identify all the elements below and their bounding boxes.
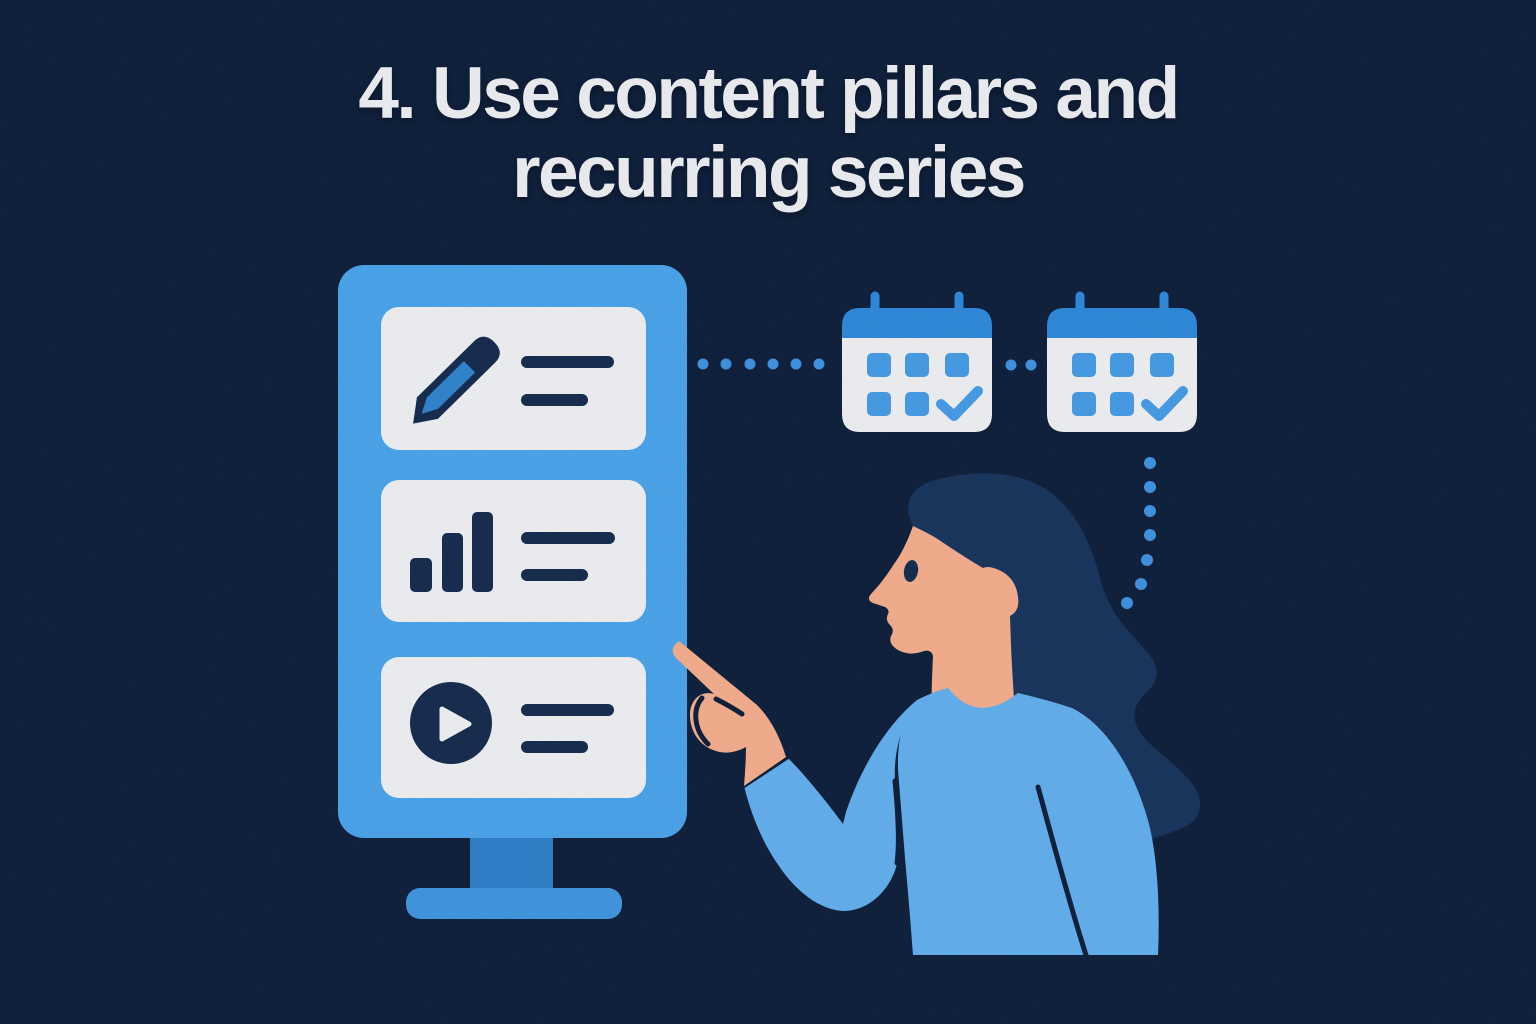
illustration — [0, 0, 1536, 1024]
film-grain-overlay — [0, 0, 1536, 1024]
infographic-canvas: 4. Use content pillars and recurring ser… — [0, 0, 1536, 1024]
